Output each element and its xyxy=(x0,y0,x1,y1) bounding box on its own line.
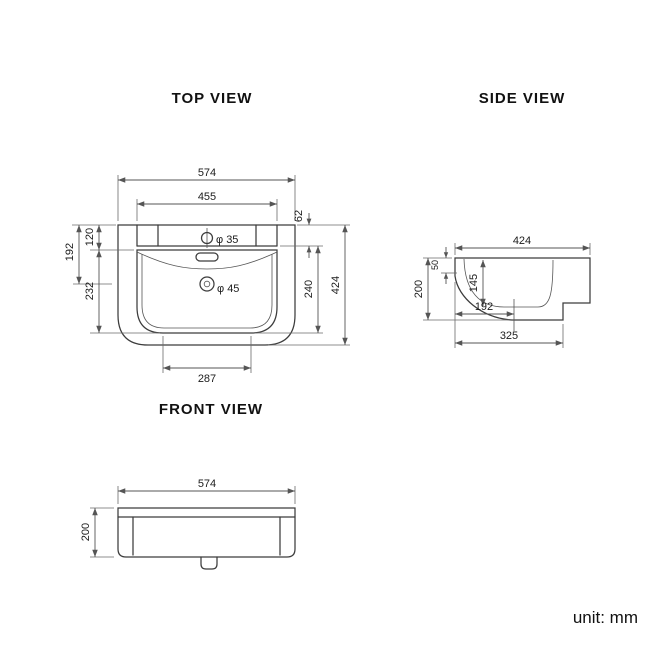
dim-top-width-overall: 574 xyxy=(198,167,216,179)
dim-front-width-overall: 574 xyxy=(198,478,216,490)
front-view: 574 200 xyxy=(80,478,296,570)
drain-hole-label: φ 45 xyxy=(217,283,239,295)
dim-top-rim-offset: 120 xyxy=(84,228,96,246)
top-view-bowl xyxy=(136,249,278,334)
faucet-hole xyxy=(200,231,214,245)
dim-side-base-depth: 325 xyxy=(500,330,518,342)
top-view-bowl-back-curve xyxy=(136,251,278,270)
top-view-title: TOP VIEW xyxy=(172,90,253,107)
dim-side-bowl-depth: 145 xyxy=(468,274,480,292)
side-view-bowl-section xyxy=(463,258,554,308)
dim-top-width-inner: 455 xyxy=(198,191,216,203)
dim-top-depth-overall: 424 xyxy=(330,276,342,294)
top-view: 574 455 62 120 192 232 240 424 xyxy=(64,167,350,385)
dim-top-front-to-drain: 192 xyxy=(64,243,76,261)
dim-side-front-lip: 50 xyxy=(430,260,440,270)
unit-label: unit: mm xyxy=(573,608,638,627)
drain-hole xyxy=(199,276,215,292)
top-view-outer-rim xyxy=(117,224,296,346)
front-view-title: FRONT VIEW xyxy=(159,401,263,418)
faucet-hole-label: φ 35 xyxy=(216,234,238,246)
overflow-slot xyxy=(195,252,219,262)
dim-top-bowl-inner-depth: 240 xyxy=(303,280,315,298)
dim-side-drain-setback: 192 xyxy=(475,301,493,313)
dim-front-height: 200 xyxy=(80,523,92,541)
side-view-title: SIDE VIEW xyxy=(479,90,566,107)
dim-side-depth-overall: 424 xyxy=(513,235,531,247)
front-view-drain-stub xyxy=(200,556,218,570)
dim-top-deck-depth: 62 xyxy=(293,210,305,222)
dim-side-height: 200 xyxy=(413,280,425,298)
front-view-outline xyxy=(117,507,296,558)
side-view: 424 200 50 145 192 325 xyxy=(413,235,591,348)
dim-top-bowl-depth: 232 xyxy=(84,282,96,300)
dim-top-width-bottom: 287 xyxy=(198,373,216,385)
